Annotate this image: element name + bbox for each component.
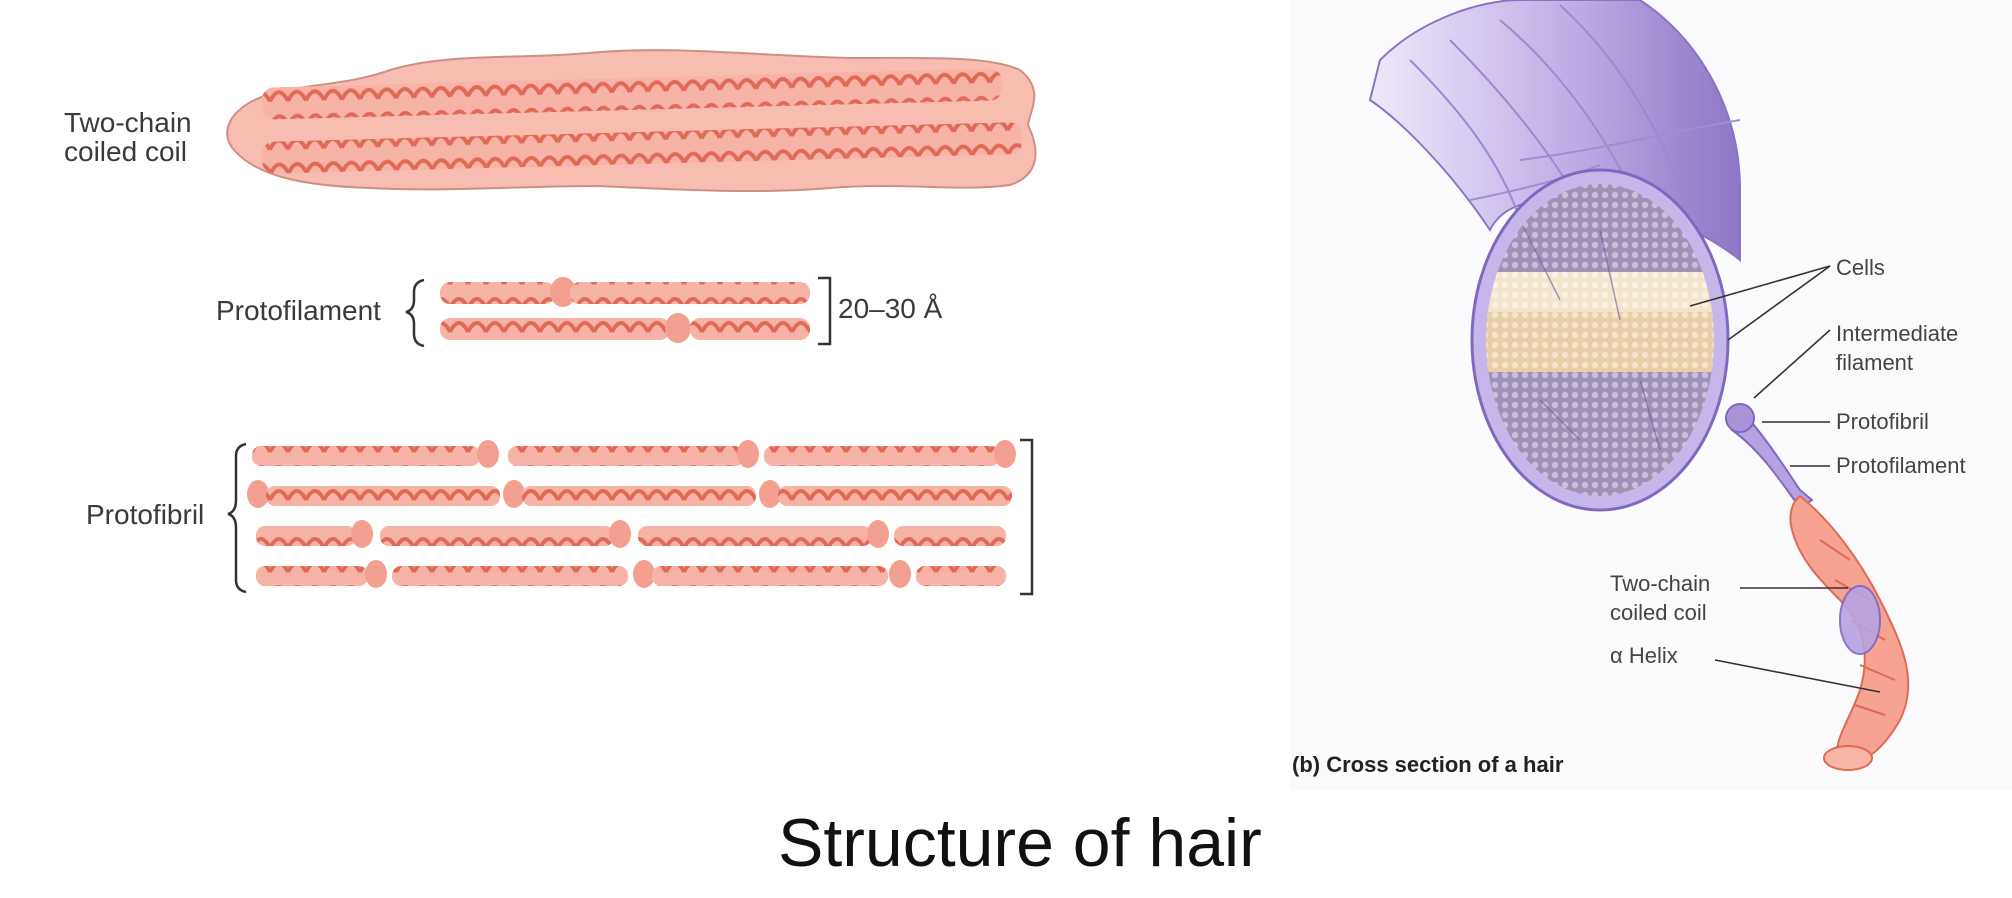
protofibril-brace: [227, 442, 247, 594]
dimension-label: 20–30 Å: [838, 293, 943, 324]
alpha-helix-label: α Helix: [1610, 643, 1678, 668]
protofilament-brace: [405, 278, 425, 348]
protofilament-graphic: [405, 276, 832, 348]
cells-label: Cells: [1836, 255, 1885, 280]
dimension-bracket: [818, 276, 832, 346]
coiled-coil-label: Two-chain coiled coil: [64, 107, 192, 168]
right-coiled-coil-label: Two-chain coiled coil: [1610, 571, 1711, 625]
protofibril-label: Protofibril: [86, 499, 205, 530]
protofibril-graphic: [227, 438, 1034, 596]
coiled-coil-graphic: [226, 49, 1037, 193]
hair-cross-section-graphic: [1290, 0, 2012, 790]
intermediate-filament-label: Intermediate filament: [1836, 321, 1959, 375]
protofilament-label: Protofilament: [216, 295, 381, 326]
figure-caption: (b) Cross section of a hair: [1292, 752, 1564, 777]
coiled-coil-helix-2: [262, 122, 1022, 174]
right-protofilament-label: Protofilament: [1836, 453, 1966, 478]
right-protofibril-label: Protofibril: [1836, 409, 1929, 434]
protofibril-bracket: [1020, 438, 1034, 596]
leader-lines: [1689, 265, 1881, 693]
coiled-coil-helix-1: [261, 68, 1002, 120]
page-title: Structure of hair: [778, 805, 1262, 881]
